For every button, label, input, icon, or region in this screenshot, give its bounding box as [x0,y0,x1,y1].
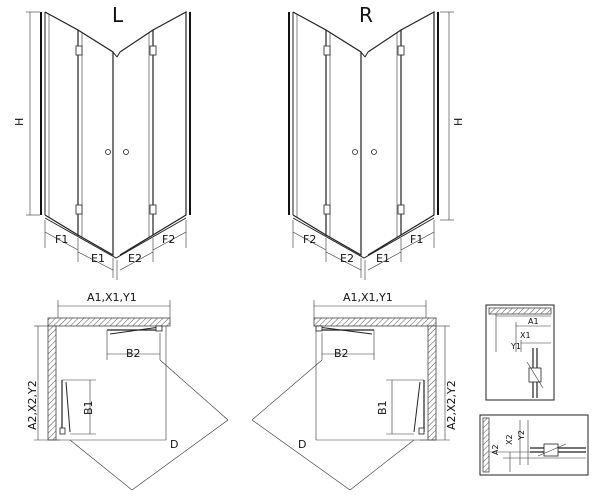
knob-icon [371,149,377,155]
left-elevation-view: L H [13,3,191,280]
b1-label-right: B1 [376,400,389,415]
right-door-panel [119,28,154,256]
left-fixed-panel [44,11,79,237]
wall-top [47,317,171,327]
e2-label: E2 [128,252,142,265]
height-label-right: H [452,118,465,126]
detail-frame-2 [479,414,589,476]
hinge-icon [75,45,83,56]
profile-icon [543,443,559,457]
knob-icon [352,149,358,155]
knob-icon [105,149,111,155]
f1-label-right: F1 [410,233,423,246]
a2x2y2-label-right: A2,X2,Y2 [445,380,458,430]
right-elevation-view: R H F2 E2 E1 F1 [288,3,465,280]
hinge-icon [149,45,157,56]
x2-label: X2 [505,434,514,445]
left-plan-view: A1,X1,Y1 B2 B1 A2,X2,Y2 [26,291,229,491]
e1-label: E1 [91,252,105,265]
a2x2y2-label: A2,X2,Y2 [26,380,39,430]
detail-x1-y1: A1 X1 Y1 [485,304,555,401]
right-view-label: R [359,3,373,27]
hinge-icon [323,204,331,215]
b2-label: B2 [126,347,141,360]
f2-label-right: F2 [303,233,316,246]
height-label: H [13,118,26,126]
a2-label: A2 [491,444,500,455]
detail-x2-y2: A2 X2 Y2 [479,414,589,476]
d-label-right: D [298,438,306,451]
left-view-label: L [112,3,124,27]
f1-label: F1 [55,233,68,246]
e1-label-right: E1 [376,252,390,265]
f2-label: F2 [162,233,175,246]
profile-icon [155,325,163,332]
b1-label: B1 [82,400,95,415]
hinge-icon [75,204,83,215]
d-label: D [170,438,178,451]
right-fixed-panel [152,10,187,236]
wall-right [427,325,437,441]
hinge-icon [397,204,405,215]
a1x1y1-label: A1,X1,Y1 [87,291,137,304]
hinge-icon [323,45,331,56]
x1-label: X1 [520,331,531,340]
profile-icon [59,427,66,435]
left-door-panel [77,29,114,257]
y1-label: Y1 [510,342,521,351]
e2-label-right: E2 [340,252,354,265]
b2-label-right: B2 [334,347,349,360]
a1-label: A1 [528,317,539,326]
hinge-icon [397,45,405,56]
hinge-icon [149,204,157,215]
a1x1y1-label-right: A1,X1,Y1 [343,291,393,304]
wall-left [47,325,57,441]
y2-label: Y2 [517,430,526,441]
right-plan-view: A1,X1,Y1 B2 B1 A2,X2,Y2 D [251,291,458,491]
knob-icon [123,149,129,155]
profile-icon [315,325,323,332]
detail-frame [485,304,555,401]
wall-top-right [313,317,437,327]
profile-icon [418,427,425,435]
